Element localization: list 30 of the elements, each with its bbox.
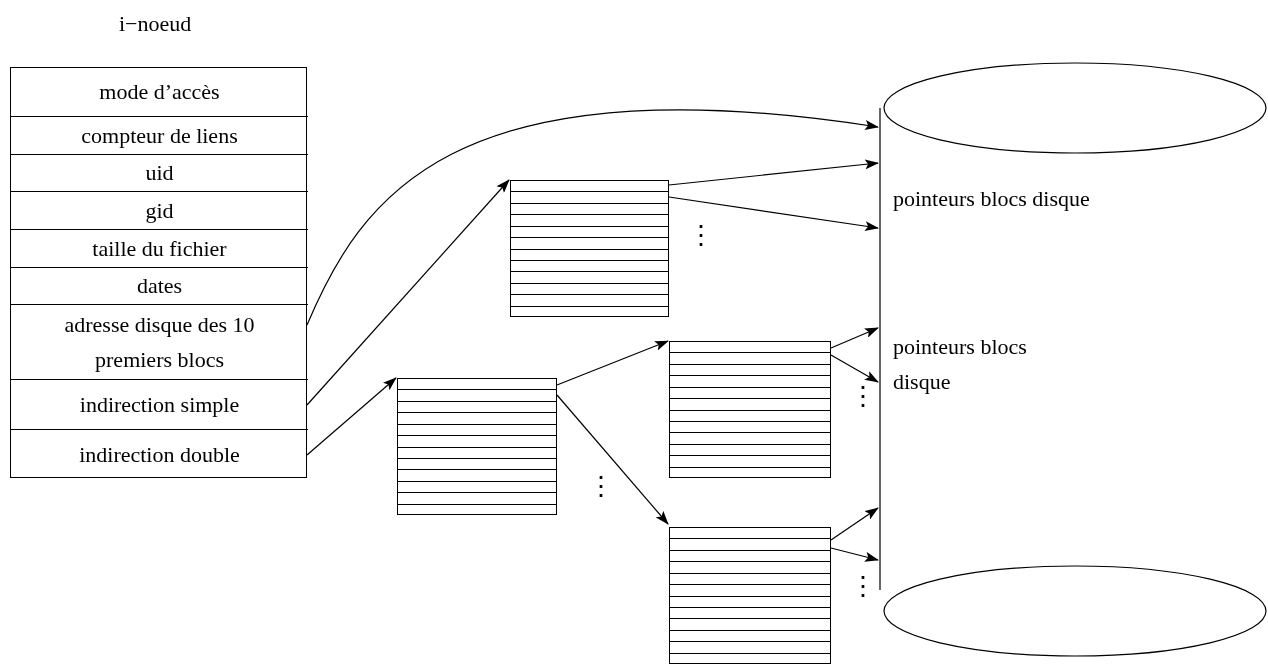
pointer-block bbox=[669, 341, 831, 478]
pointer-block bbox=[669, 527, 831, 664]
ellipsis-mark: ⋮ bbox=[588, 471, 614, 503]
arrow bbox=[556, 394, 669, 525]
disk-label: pointeurs blocs disque bbox=[893, 333, 1028, 397]
row-label: gid bbox=[144, 196, 175, 225]
pointer-block bbox=[397, 378, 557, 515]
arrow bbox=[668, 159, 879, 186]
row-label: mode d’accès bbox=[98, 78, 221, 107]
row-label: compteur de liens bbox=[80, 121, 239, 150]
pointer-block bbox=[510, 180, 669, 317]
table-heading: i−noeud bbox=[119, 10, 192, 38]
arrow bbox=[556, 340, 669, 386]
ellipsis-mark: ⋮ bbox=[850, 571, 876, 603]
arrow bbox=[306, 109, 879, 326]
row-label: dates bbox=[135, 272, 184, 301]
ellipsis-mark: ⋮ bbox=[688, 220, 714, 252]
row-label: indirection simple bbox=[78, 390, 241, 419]
arrow bbox=[830, 507, 879, 541]
arrow bbox=[830, 327, 879, 349]
arrow bbox=[306, 179, 510, 406]
ellipsis-mark: ⋮ bbox=[850, 381, 876, 413]
disk-label: pointeurs blocs disque bbox=[893, 185, 1091, 213]
row-label: indirection double bbox=[78, 440, 241, 469]
row-label: uid bbox=[144, 159, 175, 188]
arrow bbox=[306, 377, 397, 456]
arrow bbox=[668, 196, 879, 232]
row-label: taille du fichier bbox=[91, 234, 228, 263]
arrow bbox=[830, 547, 879, 562]
arrow bbox=[830, 354, 879, 383]
